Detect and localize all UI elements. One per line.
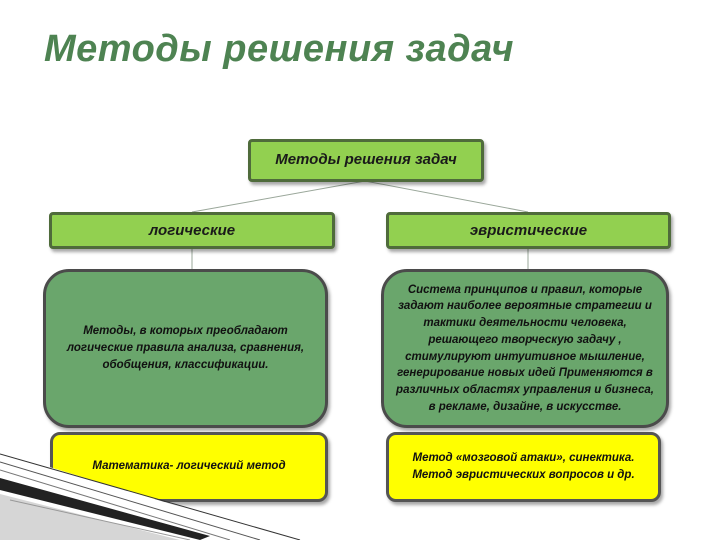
example-logical-text: Математика- логический метод [92, 460, 286, 473]
branch-header-heuristic-label: эвристические [469, 222, 588, 239]
branch-header-logical: логические [49, 212, 335, 249]
description-heuristic: Система принципов и правил, которые зада… [381, 269, 669, 428]
branch-header-heuristic: эвристические [386, 212, 671, 249]
description-logical-text: Методы, в которых преобладают логические… [66, 325, 305, 371]
connector-root-right [364, 180, 529, 213]
branch-header-logical-label: логические [148, 222, 236, 239]
root-node-label: Методы решения задач [275, 151, 457, 169]
description-logical: Методы, в которых преобладают логические… [43, 269, 328, 428]
root-node: Методы решения задач [248, 139, 484, 182]
example-heuristic-text: Метод «мозговой атаки», синектика. Метод… [412, 451, 635, 481]
example-heuristic: Метод «мозговой атаки», синектика. Метод… [386, 432, 661, 502]
slide-title: Методы решения задач [44, 28, 515, 70]
connector-root-left [191, 180, 366, 213]
description-heuristic-text: Система принципов и правил, которые зада… [396, 283, 654, 413]
